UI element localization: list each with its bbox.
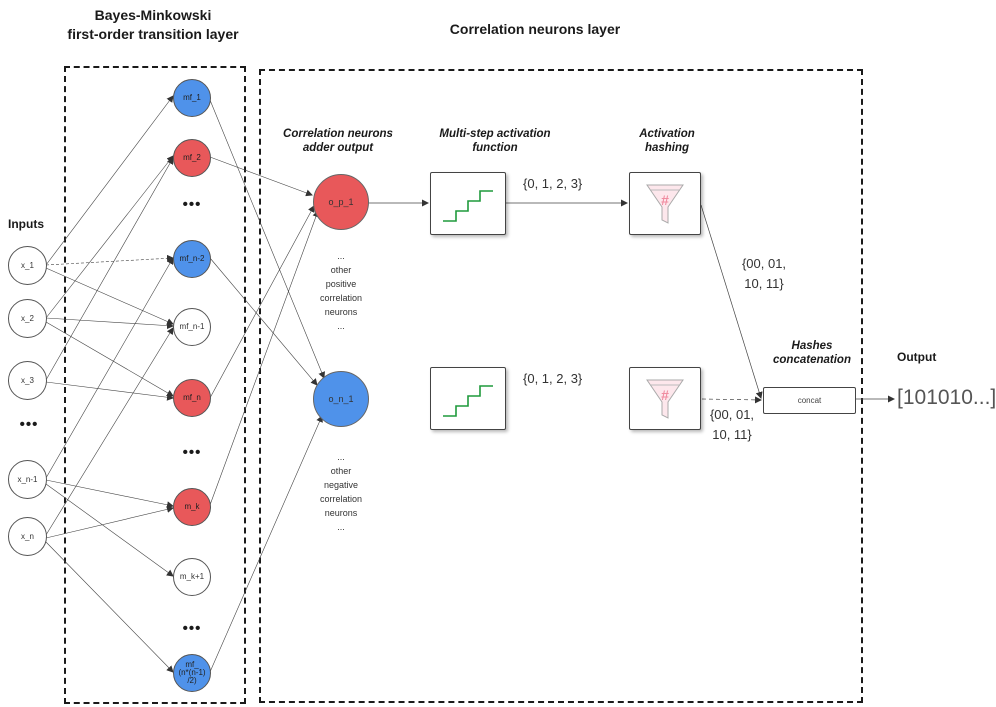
input-node: x_n-1 — [8, 460, 47, 499]
hash-values-top: {00, 01, 10, 11} — [741, 256, 787, 291]
step-values-top: {0, 1, 2, 3} — [523, 176, 583, 191]
activation-function-header: Multi-step activation function — [439, 128, 551, 154]
input-node-label: x_2 — [21, 314, 34, 323]
transition-node-label: mf_2 — [183, 153, 201, 162]
concat-label: concat — [797, 396, 822, 405]
concat-box: concat — [763, 387, 856, 414]
transition-node: mf_n — [173, 379, 211, 417]
input-node-label: x_1 — [21, 261, 34, 270]
output-label: Output — [897, 350, 937, 364]
positive-neuron-label: o_p_1 — [328, 197, 354, 207]
positive-neurons-note: ... other positive correlation neurons .… — [319, 251, 363, 331]
negative-correlation-neuron: o_n_1 — [313, 371, 369, 427]
correlation-layer-title: Correlation neurons layer — [449, 21, 621, 37]
transition-node: m_k — [173, 488, 211, 526]
step-function-icon — [443, 190, 493, 222]
step-values-bottom: {0, 1, 2, 3} — [523, 371, 583, 386]
transition-node: m_k+1 — [173, 558, 211, 596]
adder-output-header: Correlation neurons adder output — [283, 128, 393, 154]
transition-node: mf_1 — [173, 79, 211, 117]
transition-node-label: mf_ (n*(n-1) /2) — [178, 660, 206, 685]
hash-funnel-icon: # — [646, 379, 684, 419]
output-value: [101010...] — [897, 386, 996, 409]
transition-layer-title-line2: first-order transition layer — [67, 26, 239, 42]
transition-layer-title: Bayes-Minkowski first-order transition l… — [30, 6, 276, 44]
transition-node-label: mf_1 — [183, 93, 201, 102]
step-function-icon — [443, 385, 493, 417]
transition-node-label: m_k+1 — [179, 572, 205, 581]
transition-node: mf_n-2 — [173, 240, 211, 278]
input-node-label: x_n — [21, 532, 34, 541]
input-node: x_3 — [8, 361, 47, 400]
transition-node: mf_2 — [173, 139, 211, 177]
transition-node-label: mf_n-2 — [179, 254, 205, 263]
transition-node-label: m_k — [184, 502, 200, 511]
inputs-ellipsis: ••• — [19, 416, 39, 433]
input-node: x_1 — [8, 246, 47, 285]
transition-node-label: mf_n — [183, 393, 201, 402]
hashes-concatenation-header: Hashes concatenation — [773, 340, 851, 366]
transition-node-label: mf_n-1 — [179, 322, 205, 331]
input-node: x_2 — [8, 299, 47, 338]
positive-correlation-neuron: o_p_1 — [313, 174, 369, 230]
negative-neurons-note: ... other negative correlation neurons .… — [319, 452, 363, 532]
transition-ellipsis-3: ••• — [182, 620, 202, 637]
transition-ellipsis-2: ••• — [182, 444, 202, 461]
inputs-label: Inputs — [8, 217, 44, 231]
step-function-box-bottom — [430, 367, 506, 430]
connection-lines — [45, 95, 895, 673]
hash-funnel-icon: # — [646, 184, 684, 224]
hash-box-bottom: # — [629, 367, 701, 430]
transition-layer-title-line1: Bayes-Minkowski — [94, 7, 212, 23]
correlation-layer-container — [259, 69, 863, 703]
hash-symbol: # — [661, 192, 669, 208]
transition-node: mf_ (n*(n-1) /2) — [173, 654, 211, 692]
transition-ellipsis-1: ••• — [182, 196, 202, 213]
input-node: x_n — [8, 517, 47, 556]
hash-values-bottom: {00, 01, 10, 11} — [709, 407, 755, 442]
activation-hashing-header: Activation hashing — [639, 128, 695, 154]
negative-neuron-label: o_n_1 — [328, 394, 354, 404]
hash-box-top: # — [629, 172, 701, 235]
input-node-label: x_3 — [21, 376, 34, 385]
transition-node: mf_n-1 — [173, 308, 211, 346]
transition-layer-container — [64, 66, 246, 704]
step-function-box-top — [430, 172, 506, 235]
input-node-label: x_n-1 — [17, 475, 38, 484]
hash-symbol: # — [661, 387, 669, 403]
